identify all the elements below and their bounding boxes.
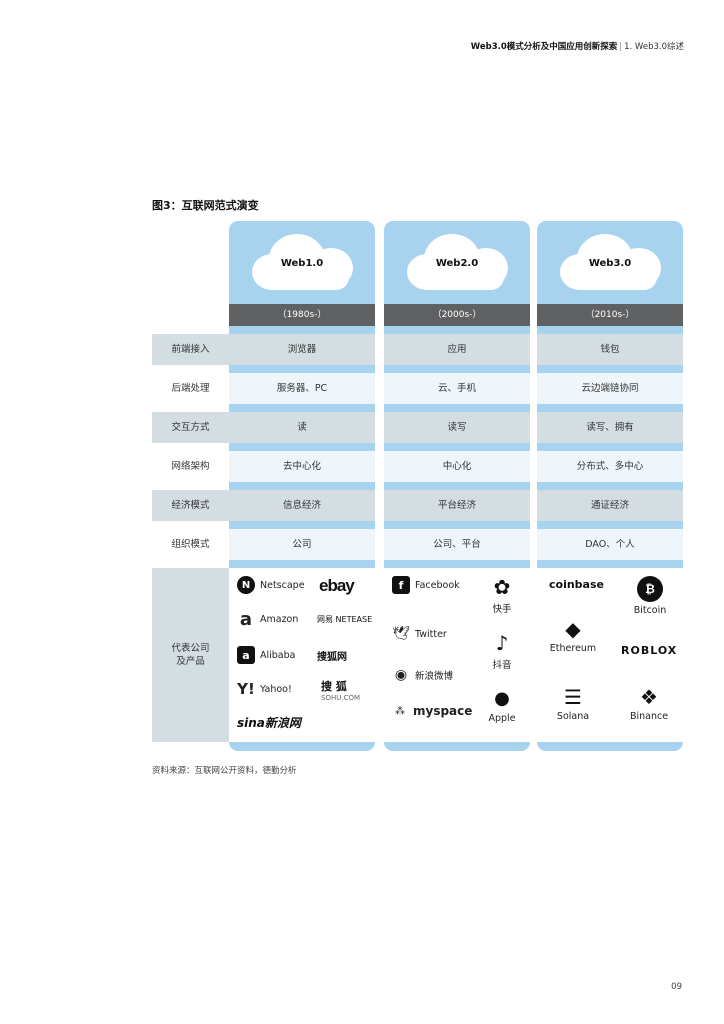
logo-sogou-sub: SOHU.COM (321, 694, 361, 702)
row-label-interaction: 交互方式 (152, 412, 229, 443)
era-web2: （2000s-） (384, 304, 530, 326)
cloud-web2: Web2.0 (384, 228, 530, 296)
logo-twitter: 🕊Twitter (392, 626, 447, 642)
cell-frontend-web2: 应用 (384, 334, 530, 365)
logo-binance: ❖Binance (629, 685, 669, 722)
weibo-icon: ◉ (394, 667, 408, 683)
logo-roblox: ROBLOX (621, 644, 678, 657)
products-web3: coinbase ₿Bitcoin ◆Ethereum ROBLOX ☰Sola… (537, 568, 683, 742)
logo-yahoo: Y!Yahoo! (237, 680, 292, 698)
header-section: 1. Web3.0综述 (624, 42, 684, 52)
cell-economy-web2: 平台经济 (384, 490, 530, 521)
logo-sogou: 搜 狐 (321, 680, 347, 693)
column-title-web2: Web2.0 (435, 258, 479, 269)
logo-sina: sina新浪网 (237, 716, 301, 730)
row-label-products: 代表公司及产品 (152, 568, 229, 742)
row-label-frontend: 前端接入 (152, 334, 229, 365)
logo-sohu: 搜狐网 (317, 652, 347, 663)
cell-organization-web1: 公司 (229, 529, 375, 560)
binance-icon: ❖ (640, 685, 658, 709)
cell-economy-web3: 通证经济 (537, 490, 683, 521)
alibaba-icon: a (237, 646, 255, 664)
yahoo-icon: Y! (237, 680, 255, 698)
cell-backend-web3: 云边端链协同 (537, 373, 683, 404)
cell-frontend-web3: 钱包 (537, 334, 683, 365)
apple-icon: ● (494, 688, 510, 709)
cell-organization-web2: 公司、平台 (384, 529, 530, 560)
era-web3: （2010s-） (537, 304, 683, 326)
myspace-icon: ⁂ (395, 705, 405, 717)
cloud-web1: Web1.0 (229, 228, 375, 296)
source-note: 资料来源：互联网公开资料，德勤分析 (152, 766, 297, 776)
cell-architecture-web1: 去中心化 (229, 451, 375, 482)
logo-bitcoin: ₿Bitcoin (623, 576, 677, 616)
logo-solana: ☰Solana (556, 685, 590, 722)
cell-architecture-web3: 分布式、多中心 (537, 451, 683, 482)
cloud-web3: Web3.0 (537, 228, 683, 296)
cell-interaction-web2: 读写 (384, 412, 530, 443)
running-header: Web3.0模式分析及中国应用创新探索|1. Web3.0综述 (470, 42, 684, 52)
header-title: Web3.0模式分析及中国应用创新探索 (470, 42, 618, 52)
logo-kuaishou: ✿快手 (492, 575, 512, 615)
logo-tiktok: ♪抖音 (492, 631, 512, 671)
logo-ethereum: ◆Ethereum (549, 617, 597, 654)
cell-frontend-web1: 浏览器 (229, 334, 375, 365)
logo-ebay: ebay (319, 576, 355, 595)
cell-interaction-web3: 读写、拥有 (537, 412, 683, 443)
column-title-web1: Web1.0 (280, 258, 324, 269)
figure-title: 图3：互联网范式演变 (152, 199, 259, 212)
cell-economy-web1: 信息经济 (229, 490, 375, 521)
cell-backend-web1: 服务器、PC (229, 373, 375, 404)
cell-architecture-web2: 中心化 (384, 451, 530, 482)
cell-interaction-web1: 读 (229, 412, 375, 443)
products-label-line1: 代表公司 (171, 643, 210, 654)
products-label-line2: 及产品 (176, 656, 205, 667)
amazon-icon: a (239, 608, 253, 630)
era-web1: （1980s-） (229, 304, 375, 326)
cell-organization-web3: DAO、个人 (537, 529, 683, 560)
netscape-icon: N (237, 576, 255, 594)
twitter-icon: 🕊 (392, 626, 410, 642)
row-label-architecture: 网络架构 (152, 451, 229, 482)
logo-netease: 网易 NETEASE (317, 615, 373, 624)
logo-coinbase: coinbase (549, 578, 604, 591)
logo-weibo: ◉新浪微博 (392, 666, 453, 684)
page-number: 09 (671, 982, 682, 992)
bitcoin-icon: ₿ (637, 576, 663, 602)
row-label-economy: 经济模式 (152, 490, 229, 521)
tiktok-icon: ♪ (495, 631, 509, 655)
row-label-organization: 组织模式 (152, 529, 229, 560)
ethereum-icon: ◆ (565, 617, 581, 641)
cell-backend-web2: 云、手机 (384, 373, 530, 404)
row-label-backend: 后端处理 (152, 373, 229, 404)
kuaishou-icon: ✿ (493, 575, 511, 599)
logo-myspace: ⁂myspace (392, 702, 472, 720)
solana-icon: ☰ (564, 685, 582, 709)
facebook-icon: f (392, 576, 410, 594)
logo-apple: ●Apple (488, 688, 516, 724)
column-title-web3: Web3.0 (588, 258, 632, 269)
